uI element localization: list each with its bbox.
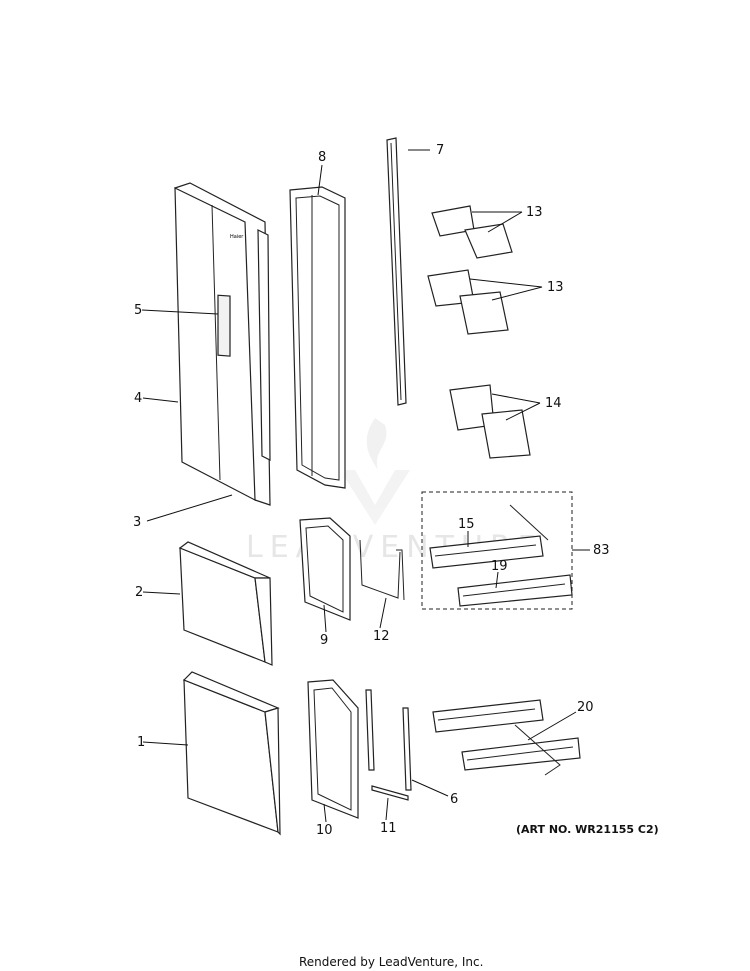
callout-13-a: 13 (526, 205, 543, 220)
callout-14: 14 (545, 396, 562, 411)
slide-rails-upper (429, 504, 573, 607)
art-number: (ART NO. WR21155 C2) (516, 823, 659, 836)
callout-83: 83 (593, 543, 610, 558)
middle-gaskets (299, 517, 405, 621)
middle-drawer (178, 541, 273, 666)
callout-2: 2 (135, 585, 143, 600)
callout-3: 3 (133, 515, 141, 530)
slide-rails-lower (432, 699, 581, 776)
callout-15: 15 (458, 517, 475, 532)
callout-19: 19 (491, 559, 508, 574)
callout-7: 7 (436, 143, 444, 158)
callout-12: 12 (373, 629, 390, 644)
watermark-logo (340, 418, 410, 525)
upper-door: Haier (174, 182, 271, 506)
callout-4: 4 (134, 391, 142, 406)
callout-11: 11 (380, 821, 397, 836)
callout-8: 8 (318, 150, 326, 165)
footer-credit: Rendered by LeadVenture, Inc. (299, 955, 483, 969)
lower-gaskets (307, 679, 412, 819)
callout-13-b: 13 (547, 280, 564, 295)
door-bins-lower (449, 384, 531, 459)
door-bins-upper (427, 205, 513, 335)
callout-10: 10 (316, 823, 333, 838)
callout-6: 6 (450, 792, 458, 807)
callout-9: 9 (320, 633, 328, 648)
callout-1: 1 (137, 735, 145, 750)
upper-gasket (289, 186, 346, 489)
callout-5: 5 (134, 303, 142, 318)
leader-lines (141, 149, 590, 823)
callout-20: 20 (577, 700, 594, 715)
lower-drawer (182, 671, 281, 836)
brand-mark: Haier (230, 234, 244, 240)
mullion-bar (386, 137, 407, 406)
